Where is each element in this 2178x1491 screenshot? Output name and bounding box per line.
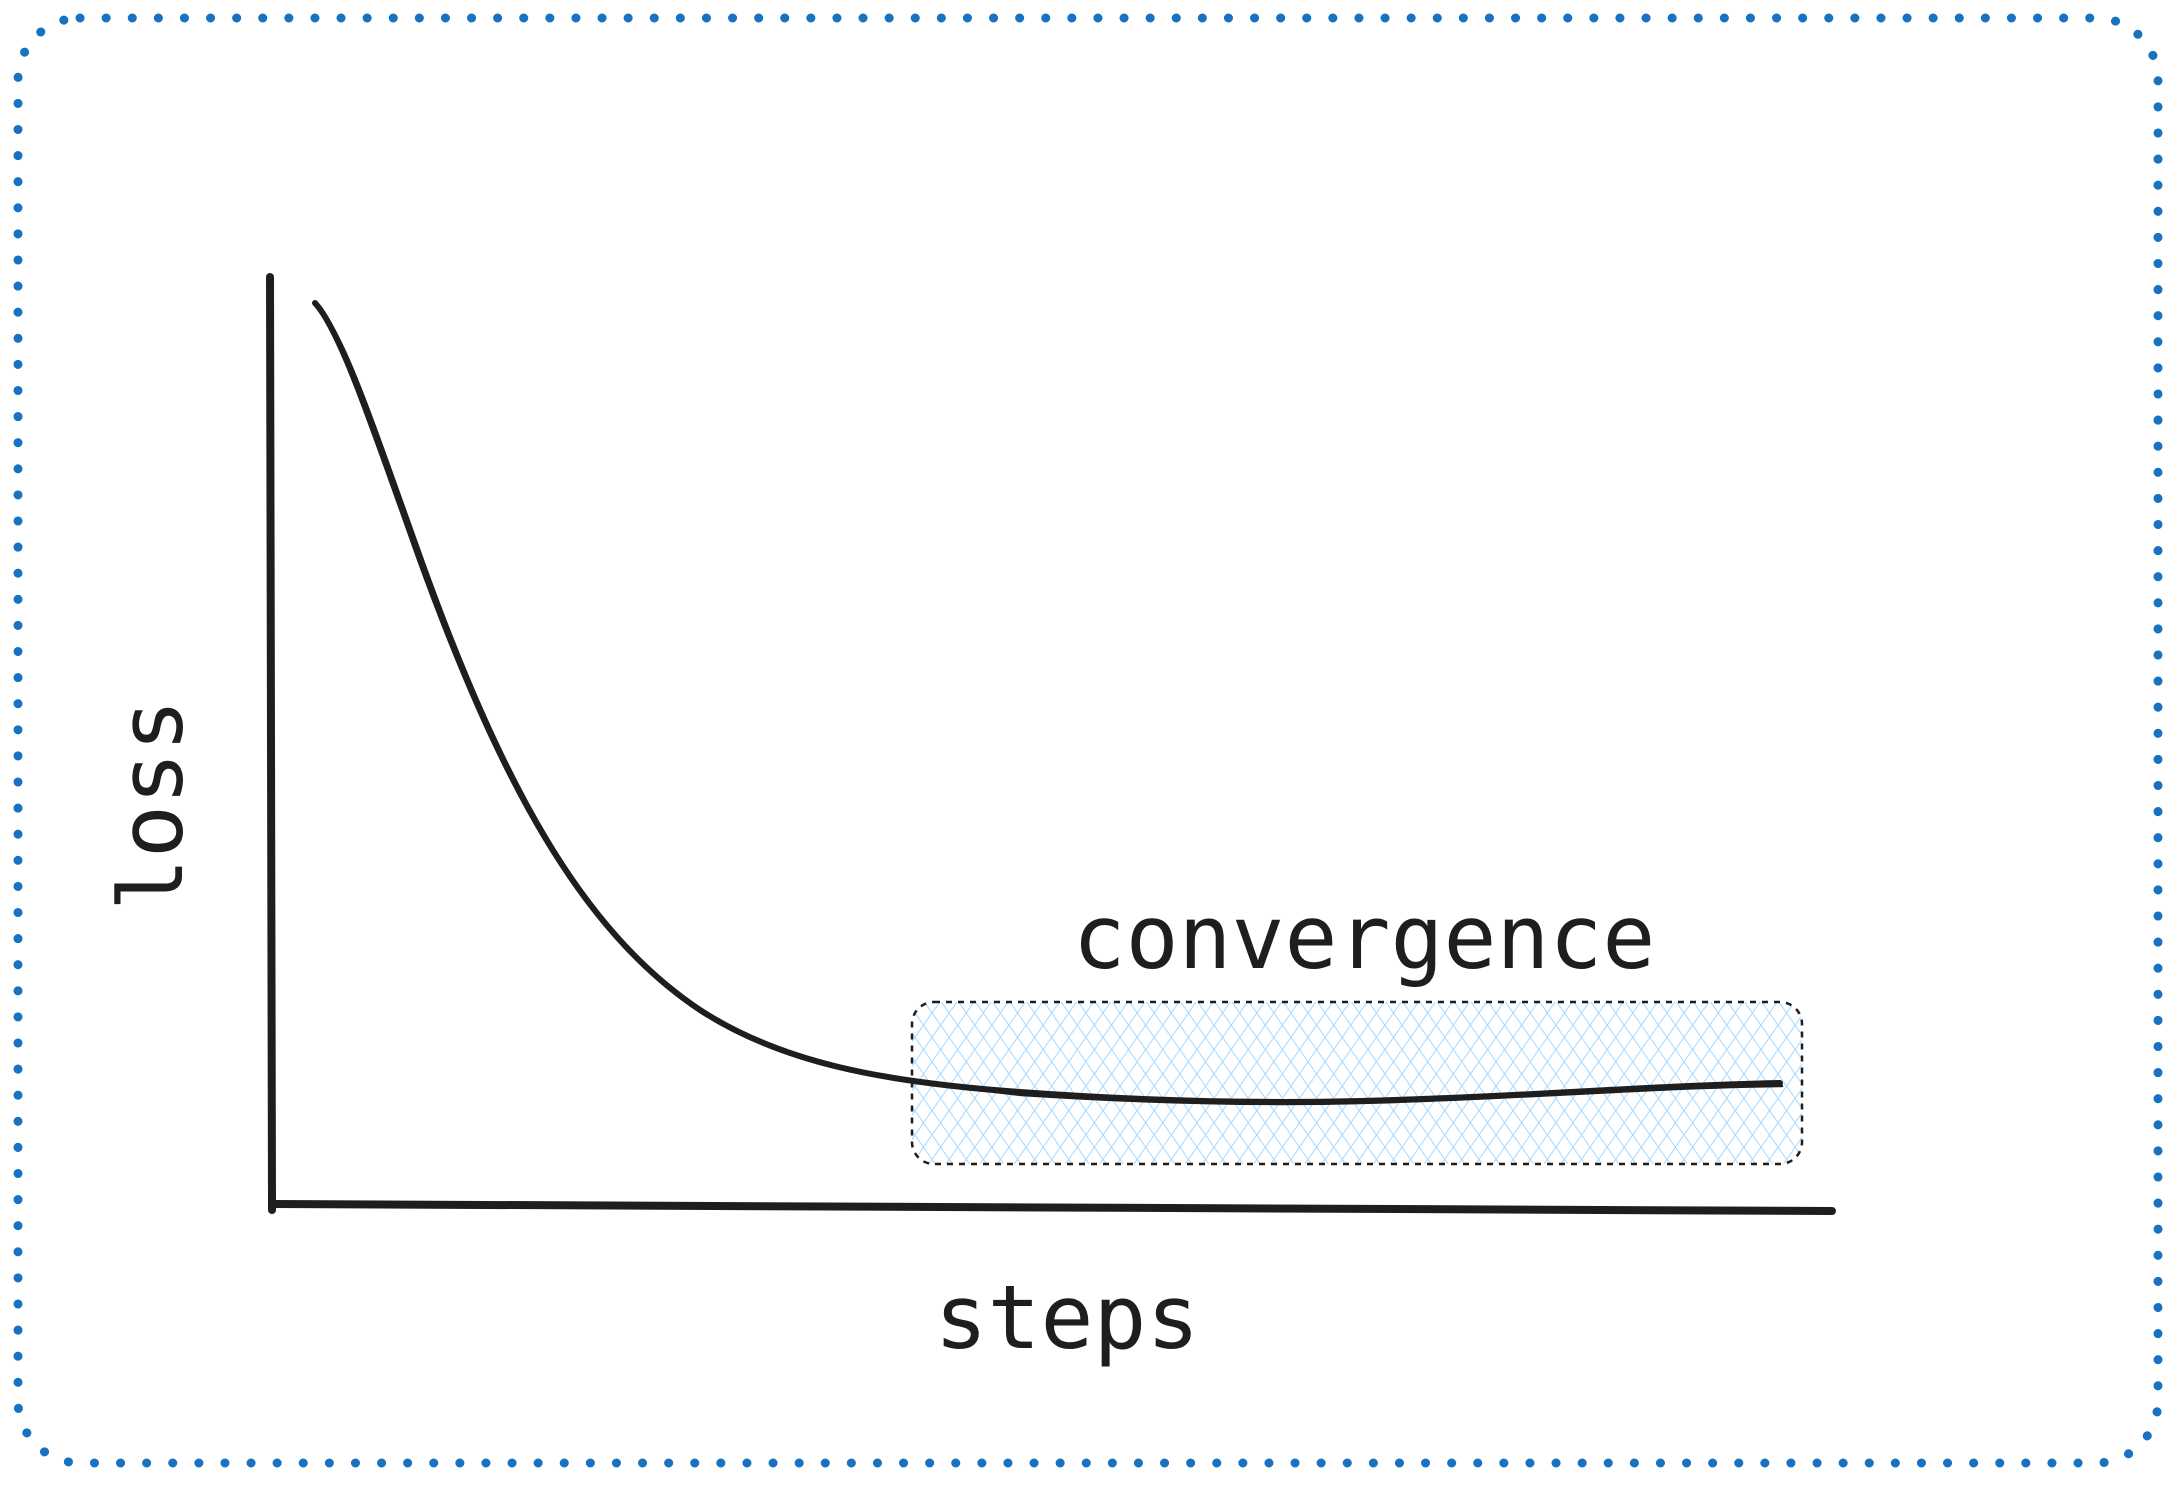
loss-curve (312, 300, 1783, 1105)
convergence-label: convergence (1073, 886, 1656, 989)
x-axis (268, 1200, 1836, 1215)
y-axis-label: loss (100, 699, 203, 911)
dotted-frame (13, 13, 2163, 1468)
convergence-region (910, 1000, 1804, 1166)
x-axis-label: steps (935, 1266, 1200, 1369)
y-axis (266, 273, 276, 1214)
loss-curve-sketch-stroke (316, 304, 1784, 1106)
